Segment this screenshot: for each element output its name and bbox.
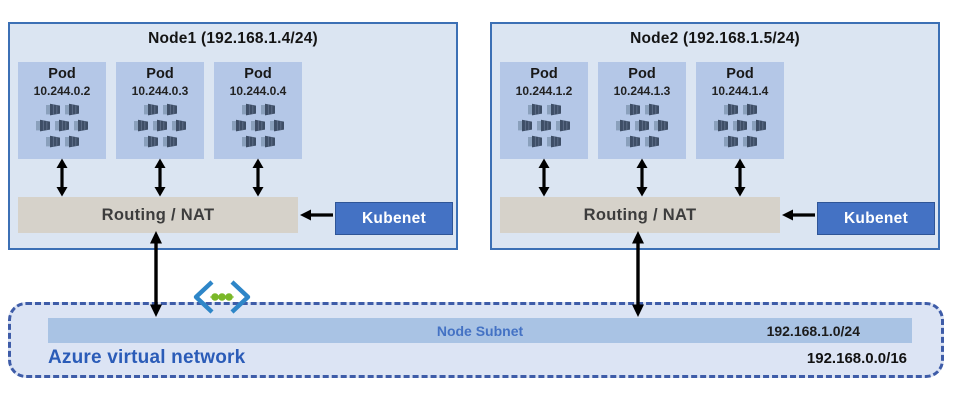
node1-title: Node1 (192.168.1.4/24) (148, 30, 318, 47)
node-subnet-cidr: 192.168.1.0/24 (766, 322, 860, 339)
containers-icon (32, 103, 93, 149)
containers-icon (130, 103, 191, 149)
pod-ip: 10.244.1.2 (515, 83, 573, 98)
pod: Pod 10.244.1.4 (696, 62, 784, 159)
containers-icon (612, 103, 673, 149)
pod: Pod 10.244.0.4 (214, 62, 302, 159)
pod: Pod 10.244.0.2 (18, 62, 106, 159)
pod-label: Pod (146, 66, 174, 82)
pod-ip: 10.244.0.4 (229, 83, 287, 98)
pod-ip: 10.244.1.3 (613, 83, 671, 98)
azure-vnet-box: Node Subnet 192.168.1.0/24 Azure virtual… (8, 302, 944, 378)
node2-pods: Pod 10.244.1.2 Pod 10.244.1.3 Pod 10.244… (500, 62, 784, 159)
containers-icon (710, 103, 771, 149)
pod: Pod 10.244.0.3 (116, 62, 204, 159)
pod-ip: 10.244.0.3 (131, 83, 189, 98)
azure-vnet-label: Azure virtual network (48, 347, 246, 368)
kubenet-box: Kubenet (335, 202, 453, 235)
pod-label: Pod (628, 66, 656, 82)
azure-vnet-cidr: 192.168.0.0/16 (806, 350, 907, 367)
pod-label: Pod (244, 66, 272, 82)
node-subnet-bar: Node Subnet 192.168.1.0/24 (48, 318, 912, 343)
node1-pods: Pod 10.244.0.2 Pod 10.244.0.3 Pod 10.244… (18, 62, 302, 159)
node2-title: Node2 (192.168.1.5/24) (630, 30, 800, 47)
pod-label: Pod (48, 66, 76, 82)
node2-box: Node2 (192.168.1.5/24) Pod 10.244.1.2 Po… (490, 22, 940, 250)
routing-nat-bar: Routing / NAT (500, 197, 780, 233)
pod-ip: 10.244.1.4 (711, 83, 769, 98)
containers-icon (514, 103, 575, 149)
containers-icon (228, 103, 289, 149)
node1-box: Node1 (192.168.1.4/24) Pod 10.244.0.2 Po… (8, 22, 458, 250)
pod-ip: 10.244.0.2 (33, 83, 91, 98)
pod-label: Pod (726, 66, 754, 82)
routing-nat-bar: Routing / NAT (18, 197, 298, 233)
pod: Pod 10.244.1.2 (500, 62, 588, 159)
pod-label: Pod (530, 66, 558, 82)
node-subnet-label: Node Subnet (436, 322, 524, 339)
pod: Pod 10.244.1.3 (598, 62, 686, 159)
kubenet-box: Kubenet (817, 202, 935, 235)
